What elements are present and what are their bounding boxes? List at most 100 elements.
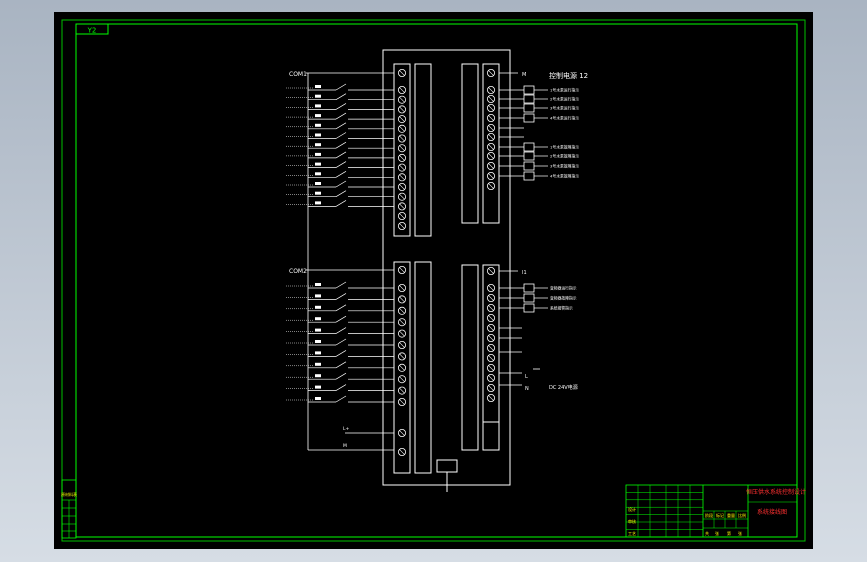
top-output-terminal-6 — [486, 124, 495, 133]
top-input-tag-5 — [315, 123, 321, 127]
left-strip-label: 原材料表 — [61, 491, 77, 497]
power-mark-m: M — [343, 443, 347, 449]
top-input-switch-1 — [335, 83, 347, 91]
bottom-input-switch-9 — [335, 372, 347, 380]
bottom-input-terminal-3 — [397, 306, 406, 315]
top-input-switch-7 — [335, 141, 347, 149]
bottom-input-terminal-2 — [397, 295, 406, 304]
top-input-terminal-7 — [397, 144, 406, 153]
bottom-input-tag-10 — [315, 385, 321, 389]
sheet-tag-box — [75, 23, 109, 35]
top-spare-terminal-2 — [397, 221, 406, 230]
title-block: 恒压供水系统控制设计 系统接线图 设计 审核 工艺 阶段 标记 重量 比例 共 … — [625, 484, 806, 538]
top-output-terminal-12 — [486, 181, 495, 190]
bottom-input-tag-7 — [315, 351, 321, 355]
top-input-switch-6 — [335, 132, 347, 139]
top-input-terminal-5 — [397, 124, 406, 133]
top-output-wiring: 1号水泵运行指示2号水泵运行指示3号水泵运行指示4号水泵运行指示1号水泵故障指示… — [486, 69, 579, 190]
bottom-input-tag-4 — [315, 317, 321, 321]
top-output-terminal-2 — [486, 86, 495, 95]
top-input-tag-11 — [315, 182, 321, 185]
top-spare-terminal — [397, 211, 406, 220]
top-input-switch-13 — [335, 200, 347, 207]
bottom-output-terminal-9 — [486, 353, 495, 362]
outer-frame — [61, 19, 806, 542]
top-common-terminal — [397, 69, 406, 78]
top-input-terminal-9 — [397, 163, 406, 172]
top-output-terminal-3 — [486, 95, 495, 104]
bottom-output-terminal-strip — [482, 264, 500, 451]
bottom-input-switch-11 — [335, 395, 347, 403]
top-input-terminal-13 — [397, 202, 406, 211]
top-input-terminal-2 — [397, 95, 406, 104]
top-output-terminal-9 — [486, 151, 495, 160]
top-input-terminal-4 — [397, 115, 406, 124]
top-output-terminal-4 — [486, 104, 495, 113]
top-input-tag-3 — [315, 104, 321, 108]
bottom-input-tag-5 — [315, 328, 321, 332]
top-input-switch-8 — [335, 151, 347, 159]
top-output-top-terminal: M — [522, 72, 526, 78]
bottom-input-switch-3 — [335, 304, 347, 312]
top-input-switch-11 — [335, 180, 347, 188]
bottom-input-wiring — [286, 265, 406, 456]
top-input-terminal-11 — [397, 182, 406, 191]
bottom-aux-label: DC 24V电源 — [549, 384, 578, 391]
bottom-output-top-terminal: I1 — [522, 270, 527, 276]
top-output-label-4: 4号水泵运行指示 — [550, 116, 579, 121]
power-mark-lplus: L+ — [343, 426, 350, 432]
bottom-output-terminal-6 — [486, 323, 495, 332]
bottom-input-tag-9 — [315, 374, 321, 378]
bottom-power-terminal-1 — [397, 428, 406, 437]
top-common-label: COM1 — [289, 71, 307, 78]
top-output-title: 控制电源 12 — [549, 71, 588, 80]
top-input-terminal-10 — [397, 173, 406, 182]
top-input-tag-2 — [315, 94, 321, 98]
tb-col-label-4: 比例 — [738, 512, 746, 518]
tb-footer-1: 共 — [705, 530, 709, 536]
top-output-terminal-5 — [486, 114, 495, 123]
tb-col-label-2: 标记 — [716, 512, 724, 518]
bottom-input-switch-10 — [335, 384, 347, 391]
bottom-output-label-3: 系统报警指示 — [550, 306, 573, 311]
bottom-input-switch-7 — [335, 350, 347, 357]
tb-footer-3: 第 — [727, 530, 731, 536]
top-input-switch-5 — [335, 122, 347, 130]
top-output-label-5: 1号水泵故障指示 — [550, 145, 579, 150]
bottom-input-tag-1 — [315, 283, 321, 286]
bottom-input-terminal-8 — [397, 363, 406, 372]
bottom-output-terminal-3 — [486, 293, 495, 302]
bottom-input-terminal-9 — [397, 375, 406, 384]
top-output-terminal-8 — [486, 142, 495, 151]
bottom-output-terminal-4 — [486, 303, 495, 312]
tb-col-label-1: 阶段 — [705, 512, 713, 518]
bottom-common-terminal — [397, 265, 406, 274]
top-input-terminal-12 — [397, 192, 406, 201]
top-input-module — [414, 63, 432, 237]
top-input-tag-1 — [315, 85, 321, 88]
bottom-output-terminal-5 — [486, 313, 495, 322]
top-output-label-6: 2号水泵故障指示 — [550, 154, 579, 159]
bottom-input-terminal-1 — [397, 283, 406, 292]
tb-row-label-2: 审核 — [628, 518, 636, 524]
bottom-output-terminal-13 — [486, 393, 495, 402]
bottom-input-module — [414, 261, 432, 474]
top-input-terminal-8 — [397, 153, 406, 162]
top-input-switch-12 — [335, 190, 347, 198]
top-output-terminal-strip — [482, 63, 500, 224]
top-input-tag-8 — [315, 152, 321, 156]
top-output-terminal-11 — [486, 171, 495, 180]
top-input-terminal-1 — [397, 86, 406, 95]
bottom-output-label-2: 变频器故障指示 — [550, 296, 577, 301]
bottom-input-terminal-7 — [397, 352, 406, 361]
top-input-tag-10 — [315, 172, 321, 176]
tb-col-label-3: 重量 — [727, 512, 735, 518]
tb-row-label-1: 设计 — [628, 506, 636, 512]
top-input-switch-2 — [335, 93, 347, 101]
tb-footer-4: 张 — [738, 530, 742, 536]
bottom-input-terminal-5 — [397, 329, 406, 338]
top-input-switch-3 — [335, 103, 347, 110]
